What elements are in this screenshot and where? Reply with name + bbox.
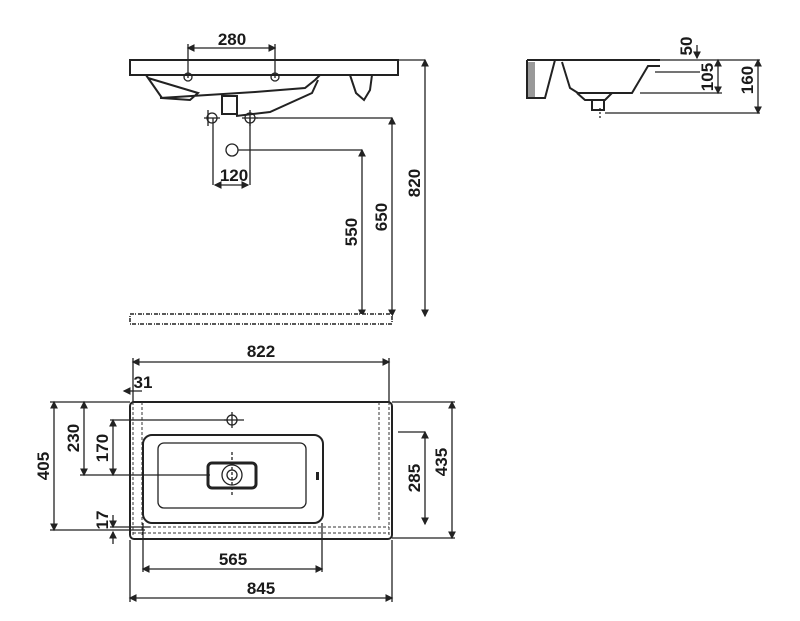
bowl-outline (142, 434, 324, 524)
dim-rim-to-drain: 170 (93, 434, 112, 462)
dim-rim-height: 820 (405, 169, 424, 197)
waste-hole-icon (225, 143, 239, 157)
dim-bracket-spacing: 120 (220, 166, 248, 185)
basin-outline (129, 401, 393, 540)
dim-total-depth: 435 (432, 448, 451, 476)
basin-bowl-profile (145, 74, 373, 117)
dim-side-offset: 31 (134, 373, 153, 392)
dim-inner-width: 822 (247, 342, 275, 361)
dim-bowl-width: 565 (219, 550, 247, 569)
dim-drain-height: 550 (342, 218, 361, 246)
side-view: 50 105 160 (526, 37, 762, 118)
side-hatch (528, 62, 535, 97)
top-view: 822 31 405 230 170 17 285 435 565 845 (34, 342, 456, 602)
dim-total-height: 160 (738, 66, 757, 94)
bracket (212, 118, 251, 185)
dim-bracket-height: 650 (372, 203, 391, 231)
floor-hatch (129, 313, 393, 325)
dim-front-offset: 17 (93, 511, 112, 530)
dim-total-width: 845 (247, 579, 275, 598)
dim-tap-spacing: 280 (218, 30, 246, 49)
dim-overflow-depth: 50 (677, 37, 696, 56)
dim-bowl-depth: 285 (405, 464, 424, 492)
dim-bowl-depth: 105 (698, 63, 717, 91)
dim-depth: 405 (34, 452, 53, 480)
drain-outlet (221, 95, 238, 115)
side-profile (526, 59, 660, 111)
dim-tap-to-drain: 230 (64, 424, 83, 452)
basin-top-slab (129, 59, 399, 76)
front-view: 280 120 550 650 820 (129, 30, 429, 325)
